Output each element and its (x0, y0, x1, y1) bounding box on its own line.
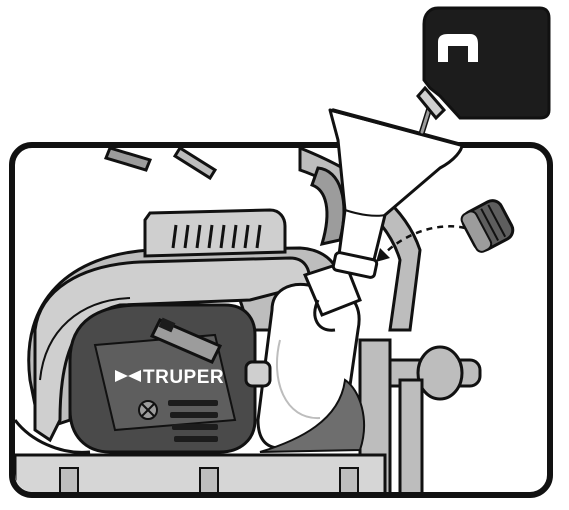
fuel-can-icon (416, 6, 551, 121)
funnel-icon (328, 108, 464, 279)
engine-body (15, 208, 343, 454)
shadow-texture (259, 378, 366, 453)
dashed-curved-arrow-icon (381, 225, 466, 257)
screw-icon (138, 400, 158, 420)
fuel-cap-icon (460, 199, 515, 253)
starter-cover: TRUPER (68, 303, 257, 454)
brand-name: TRUPER (143, 367, 224, 388)
truper-bowtie-logo-icon (115, 370, 141, 382)
hook-bracket (310, 166, 346, 247)
cooling-fins (171, 224, 262, 249)
cover-vents (168, 400, 218, 442)
